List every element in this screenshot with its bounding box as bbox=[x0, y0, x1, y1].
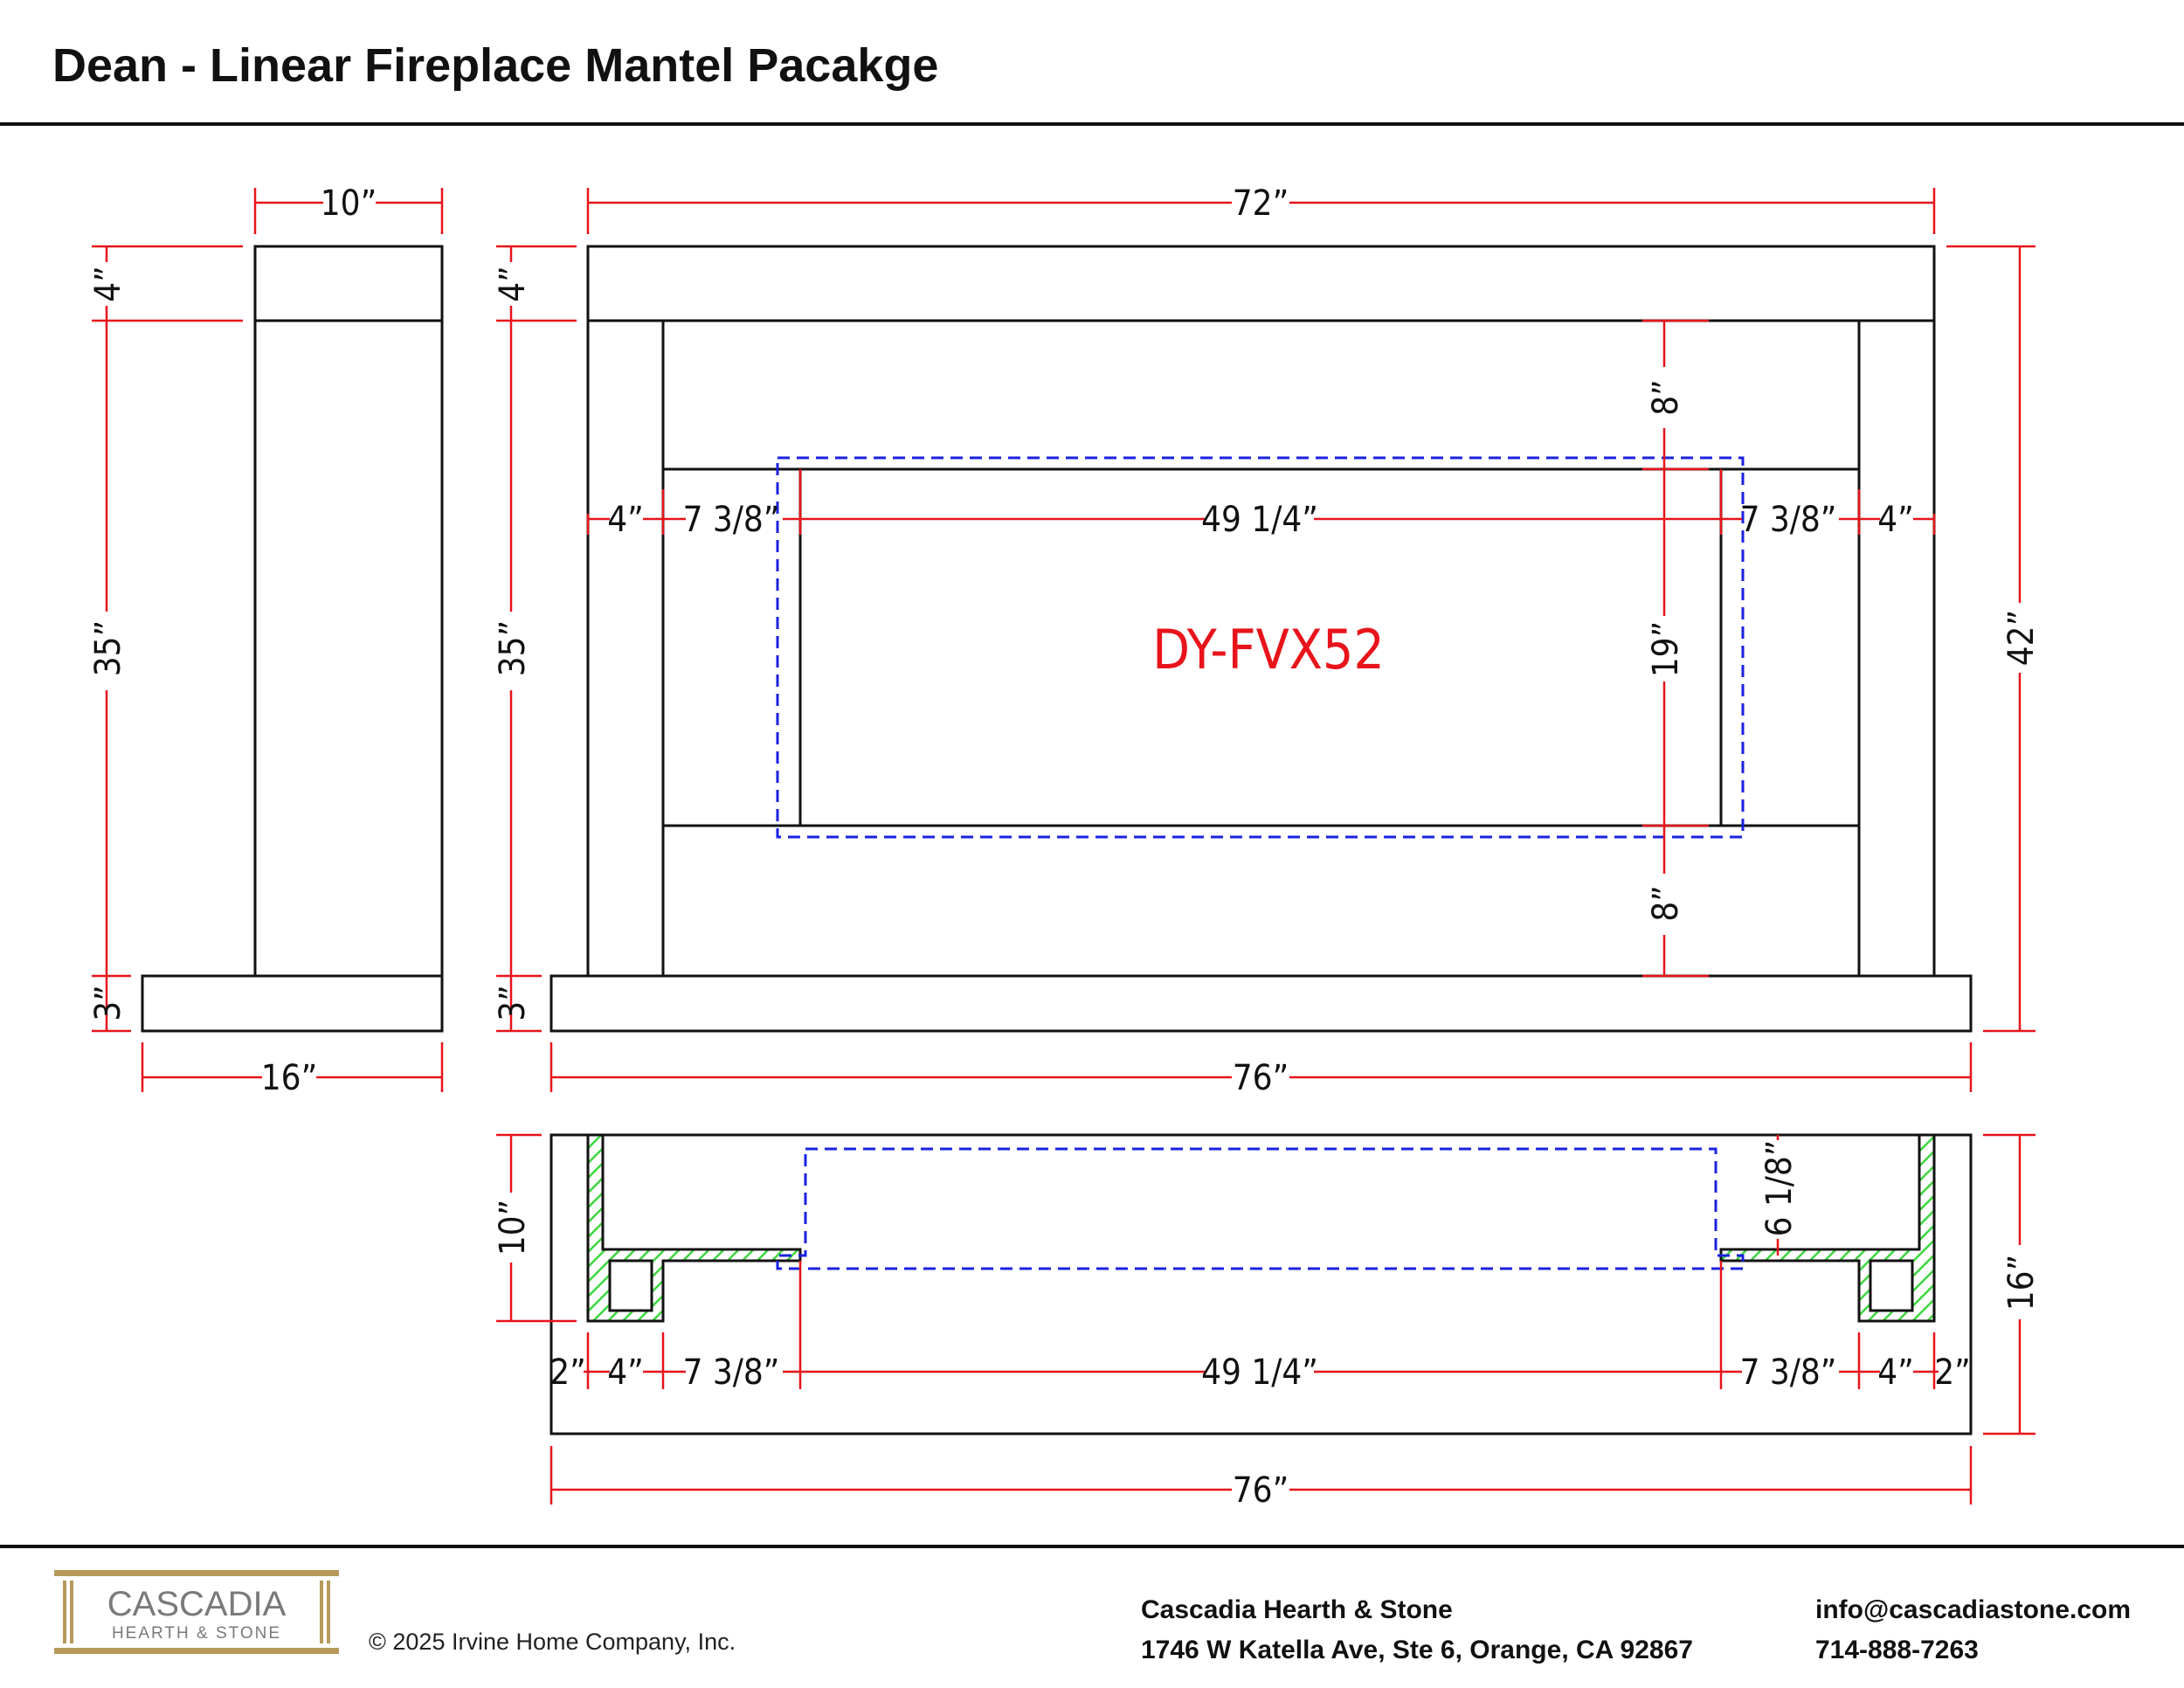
side-leg-outline bbox=[253, 245, 444, 978]
front-leg-height-label: 35” bbox=[493, 620, 533, 676]
plan-overall-width-dim: 76” bbox=[549, 1446, 1973, 1511]
side-hearth bbox=[141, 974, 444, 1033]
front-hearth-width-dim: 76” bbox=[549, 1042, 1973, 1098]
contact-block: info@cascadiastone.com 714-888-7263 bbox=[1815, 1590, 2131, 1671]
front-below-opening-label: 8” bbox=[1646, 885, 1686, 922]
front-leg-left-label: 4” bbox=[607, 500, 644, 540]
front-opening-width-dims: 4” 7 3/8” 49 1/4” 7 3/8” 4” bbox=[586, 469, 1936, 540]
plan-leg-right-label: 4” bbox=[1877, 1352, 1914, 1393]
contact-email[interactable]: info@cascadiastone.com bbox=[1815, 1595, 2132, 1624]
page-title: Dean - Linear Fireplace Mantel Pacakge bbox=[52, 39, 939, 92]
front-opening-height-label: 19” bbox=[1646, 621, 1686, 677]
contact-phone[interactable]: 714-888-7263 bbox=[1815, 1636, 1979, 1664]
plan-gap-right-label: 7 3/8” bbox=[1740, 1352, 1837, 1393]
insert-outline-plan bbox=[776, 1147, 1745, 1270]
front-hearth bbox=[549, 974, 1973, 1033]
side-width-label: 10” bbox=[321, 183, 377, 224]
front-opening-width-label: 49 1/4” bbox=[1201, 500, 1318, 540]
front-width-label: 72” bbox=[1233, 183, 1289, 224]
insert-glass bbox=[798, 467, 1723, 827]
plan-left-leg-section bbox=[586, 1133, 802, 1323]
front-top-beam bbox=[586, 245, 1936, 322]
plan-insert-depth-label: 6 1/8” bbox=[1759, 1140, 1800, 1237]
side-top-height-label: 4” bbox=[88, 266, 128, 302]
front-height-dims: 4” 35” 3” bbox=[493, 245, 577, 1033]
insert-model-label: DY-FVX52 bbox=[1152, 618, 1385, 681]
side-view: 10” 4” 35” 3” 16” bbox=[88, 183, 444, 1098]
side-hearth-width-dim: 16” bbox=[141, 1042, 444, 1098]
plan-leg-depth-label: 10” bbox=[493, 1200, 533, 1256]
plan-overall-depth-dim: 16” bbox=[1983, 1133, 2042, 1435]
side-hearth-height-label: 3” bbox=[88, 985, 128, 1021]
logo-subtitle: HEARTH & STONE bbox=[112, 1624, 281, 1643]
copyright-text: © 2025 Irvine Home Company, Inc. bbox=[369, 1629, 736, 1655]
plan-offset-right-label: 2” bbox=[1934, 1352, 1971, 1393]
front-right-leg bbox=[1857, 319, 1936, 978]
side-width-dim: 10” bbox=[253, 183, 444, 234]
company-block: Cascadia Hearth & Stone 1746 W Katella A… bbox=[1141, 1590, 1693, 1671]
plan-leg-depth-dim: 10” bbox=[493, 1133, 577, 1323]
side-height-dims: 4” 35” 3” bbox=[88, 245, 243, 1033]
company-address: 1746 W Katella Ave, Ste 6, Orange, CA 92… bbox=[1141, 1636, 1693, 1664]
front-hearth-width-label: 76” bbox=[1233, 1058, 1289, 1098]
plan-opening-width-label: 49 1/4” bbox=[1201, 1352, 1318, 1393]
front-leg-right-label: 4” bbox=[1877, 500, 1914, 540]
side-hearth-width-label: 16” bbox=[261, 1058, 317, 1098]
front-overall-height-label: 42” bbox=[2001, 610, 2042, 666]
plan-leg-left-label: 4” bbox=[607, 1352, 644, 1393]
company-logo: CASCADIA HEARTH & STONE bbox=[54, 1570, 339, 1654]
front-width-dim: 72” bbox=[586, 183, 1936, 234]
plan-overall-width-label: 76” bbox=[1233, 1470, 1289, 1511]
front-gap-right-label: 7 3/8” bbox=[1740, 500, 1837, 540]
plan-gap-left-label: 7 3/8” bbox=[683, 1352, 780, 1393]
front-top-height-label: 4” bbox=[493, 266, 533, 302]
plan-view: 10” 6 1/8” 16” bbox=[493, 1133, 2042, 1511]
front-overall-height-dim: 42” bbox=[1946, 245, 2042, 1033]
front-view: DY-FVX52 72” 4” 35” 3” bbox=[493, 183, 2042, 1098]
plan-offset-left-label: 2” bbox=[549, 1352, 586, 1393]
footer-divider bbox=[0, 1545, 2184, 1548]
side-leg-height-label: 35” bbox=[88, 620, 128, 676]
plan-insert-depth-dim: 6 1/8” bbox=[1759, 1135, 1800, 1256]
insert-outline-front bbox=[776, 456, 1745, 839]
front-hearth-height-label: 3” bbox=[493, 985, 533, 1021]
logo-name: CASCADIA bbox=[107, 1585, 287, 1623]
plan-width-chain: 2” 4” 7 3/8” 49 1/4” 7 3/8” 4” 2” bbox=[549, 1261, 1971, 1393]
company-name: Cascadia Hearth & Stone bbox=[1141, 1595, 1453, 1624]
plan-right-leg-section bbox=[1719, 1133, 1936, 1323]
front-gap-left-label: 7 3/8” bbox=[683, 500, 780, 540]
plan-hearth-outline bbox=[549, 1133, 1973, 1435]
plan-overall-depth-label: 16” bbox=[2001, 1255, 2042, 1311]
front-opening-height-dims: 8” 19” 8” bbox=[1642, 319, 1709, 978]
front-above-opening-label: 8” bbox=[1646, 379, 1686, 416]
front-left-leg bbox=[586, 319, 665, 978]
header-divider bbox=[0, 122, 2184, 126]
